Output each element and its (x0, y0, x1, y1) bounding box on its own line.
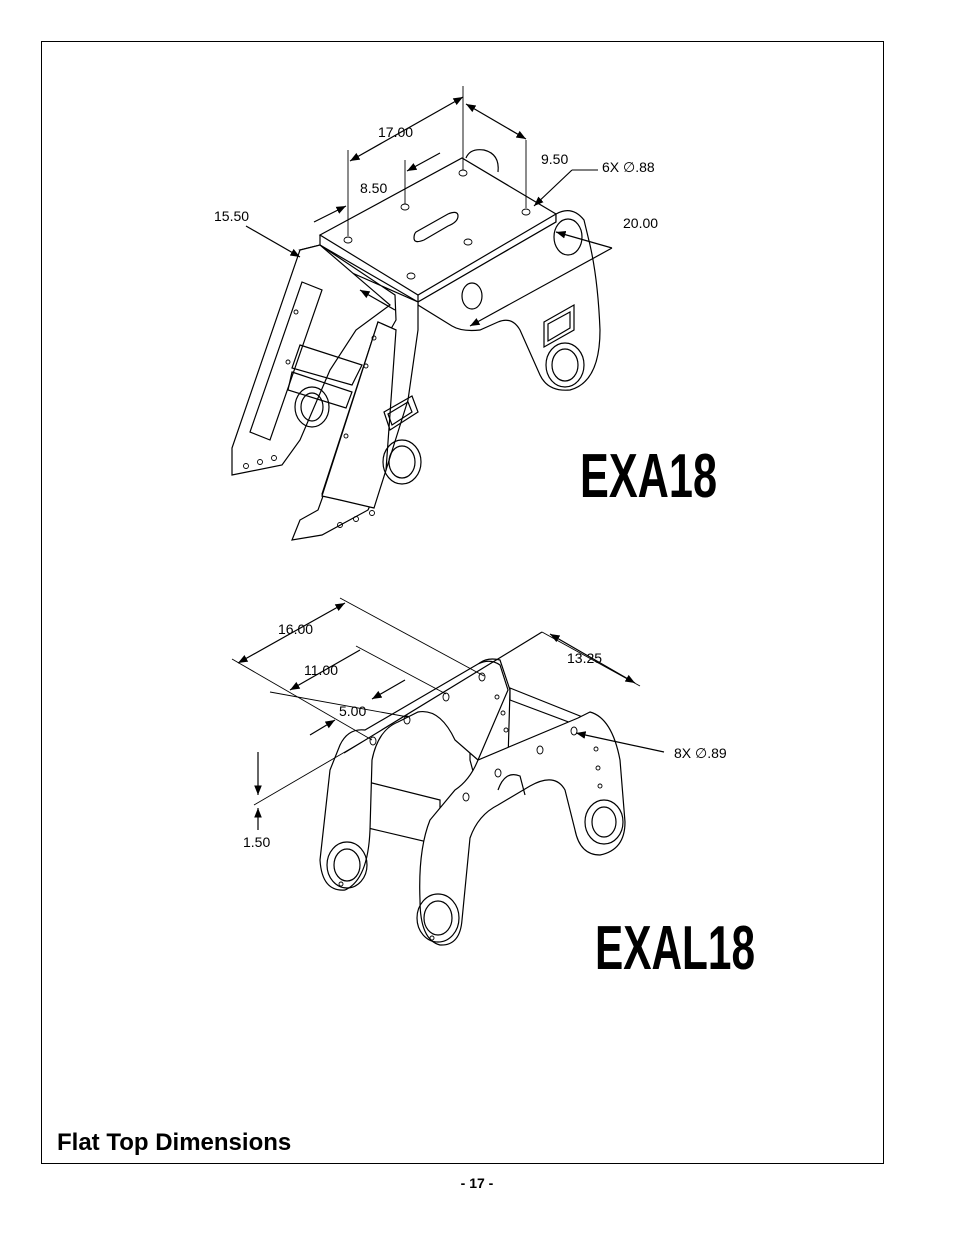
exal18-dim-11-00: 11.00 (304, 662, 338, 678)
exa18-dim-15-50: 15.50 (214, 208, 249, 224)
exa18-drawing (231, 86, 613, 541)
exa18-dim-9-50: 9.50 (541, 151, 568, 167)
exa18-model-label: EXA18 (580, 442, 717, 511)
exal18-model-label: EXAL18 (595, 914, 755, 983)
exal18-dim-16-00: 16.00 (278, 621, 313, 637)
exal18-dim-hole-callout: 8X ∅.89 (674, 745, 727, 761)
page-title: Flat Top Dimensions (57, 1129, 292, 1156)
exal18-drawing (231, 597, 665, 946)
page-number: - 17 - (460, 1175, 494, 1191)
exal18-dim-1-50: 1.50 (243, 834, 270, 850)
exal18-dim-13-25: 13.25 (567, 650, 602, 666)
exa18-dim-8-50: 8.50 (360, 180, 387, 196)
exa18-dim-hole-callout: 6X ∅.88 (602, 159, 655, 175)
exa18-dim-17-00: 17.00 (378, 124, 413, 140)
exa18-dim-20-00: 20.00 (623, 215, 658, 231)
page-border (41, 41, 884, 1164)
exal18-dim-5-00: 5.00 (339, 703, 366, 719)
